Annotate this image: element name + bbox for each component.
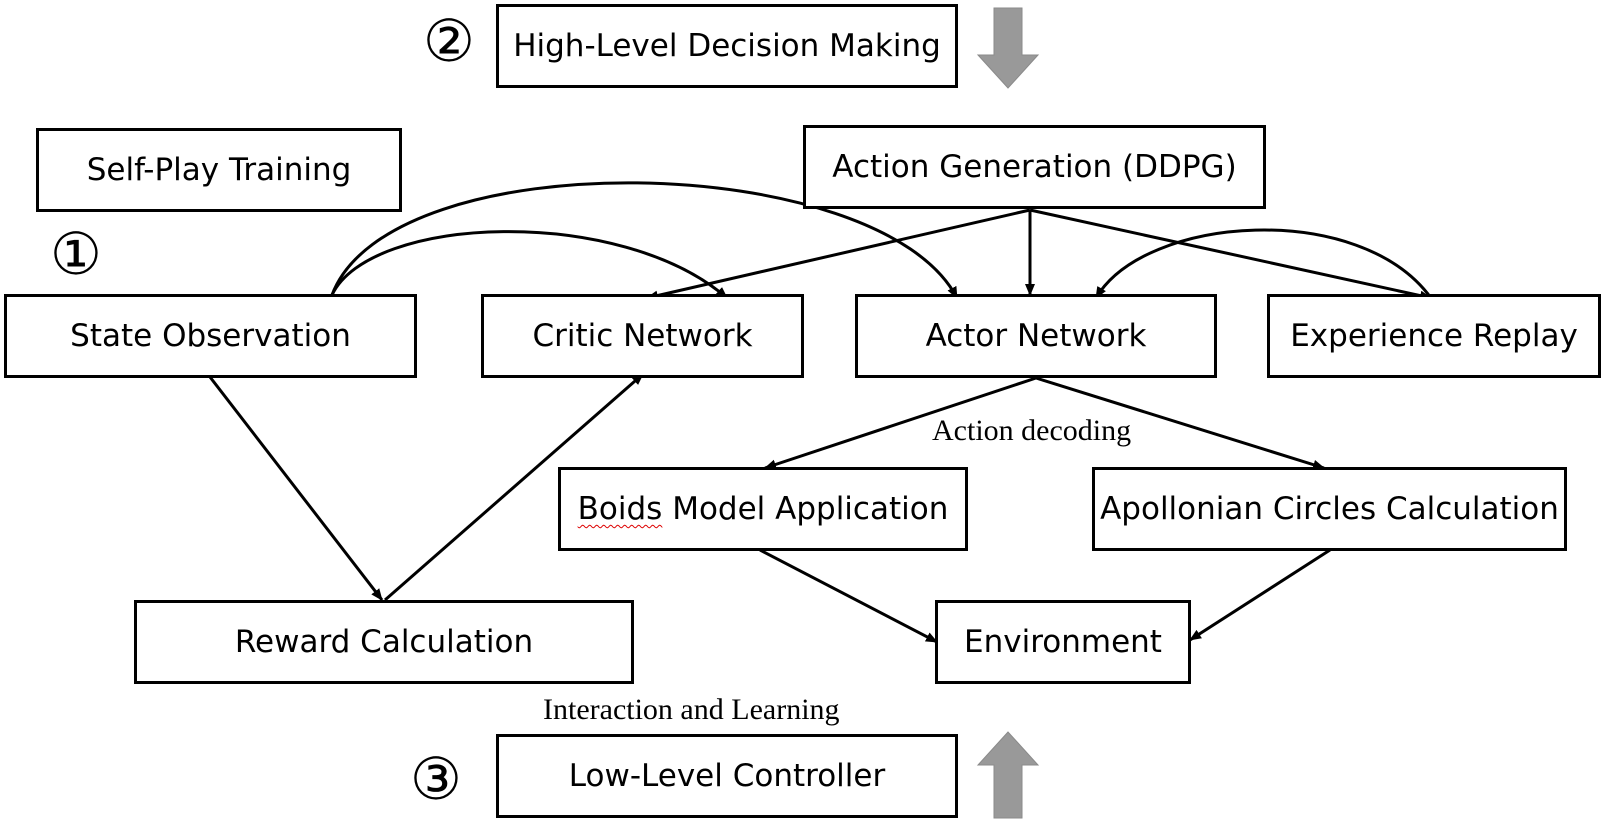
environment-label: Environment xyxy=(964,624,1162,660)
high-level-decision-box: High-Level Decision Making xyxy=(496,4,958,88)
boids-rest: Model Application xyxy=(662,491,949,527)
action-generation-box: Action Generation (DDPG) xyxy=(803,125,1266,209)
block-arrow-down xyxy=(976,7,1040,89)
marker-three: ③ xyxy=(410,745,462,813)
critic-network-box: Critic Network xyxy=(481,294,804,378)
boids-word: Boids xyxy=(577,491,663,527)
boids-model-box: Boids Model Application xyxy=(558,467,968,551)
edge-apollonian-to-environment xyxy=(1189,548,1331,642)
interaction-learning-label: Interaction and Learning xyxy=(543,693,840,726)
edge-replay-to-actor-curve xyxy=(1094,228,1433,299)
actor-network-box: Actor Network xyxy=(855,294,1217,378)
block-arrow-up xyxy=(976,731,1040,819)
self-play-training-label: Self-Play Training xyxy=(86,152,352,188)
state-observation-box: State Observation xyxy=(4,294,417,378)
edge-actor-to-apollonian xyxy=(1035,376,1325,470)
edge-state-to-reward xyxy=(208,376,384,601)
environment-box: Environment xyxy=(935,600,1191,684)
reward-calculation-label: Reward Calculation xyxy=(234,624,534,660)
reward-calculation-box: Reward Calculation xyxy=(134,600,634,684)
action-decoding-label: Action decoding xyxy=(932,414,1132,447)
boids-model-label: Boids Model Application xyxy=(578,491,949,527)
edge-reward-to-critic xyxy=(384,372,644,602)
edge-actiongen-to-replay xyxy=(1029,208,1432,301)
apollonian-circles-label: Apollonian Circles Calculation xyxy=(1100,491,1559,527)
critic-network-label: Critic Network xyxy=(532,318,753,354)
high-level-decision-label: High-Level Decision Making xyxy=(513,28,941,64)
marker-one: ① xyxy=(50,220,102,288)
edge-actor-to-boids xyxy=(764,376,1037,470)
low-level-controller-box: Low-Level Controller xyxy=(496,734,958,818)
marker-two: ② xyxy=(423,7,475,75)
experience-replay-box: Experience Replay xyxy=(1267,294,1601,378)
self-play-training-box: Self-Play Training xyxy=(36,128,402,212)
apollonian-circles-box: Apollonian Circles Calculation xyxy=(1092,467,1567,551)
edge-actiongen-to-critic xyxy=(646,208,1031,301)
edge-state-to-actor-curve xyxy=(330,181,959,299)
actor-network-label: Actor Network xyxy=(925,318,1147,354)
edge-boids-to-environment xyxy=(759,548,938,644)
edge-state-to-critic-curve xyxy=(330,230,728,300)
action-generation-label: Action Generation (DDPG) xyxy=(832,149,1237,185)
state-observation-label: State Observation xyxy=(70,318,351,354)
low-level-controller-label: Low-Level Controller xyxy=(568,758,886,794)
experience-replay-label: Experience Replay xyxy=(1290,318,1578,354)
